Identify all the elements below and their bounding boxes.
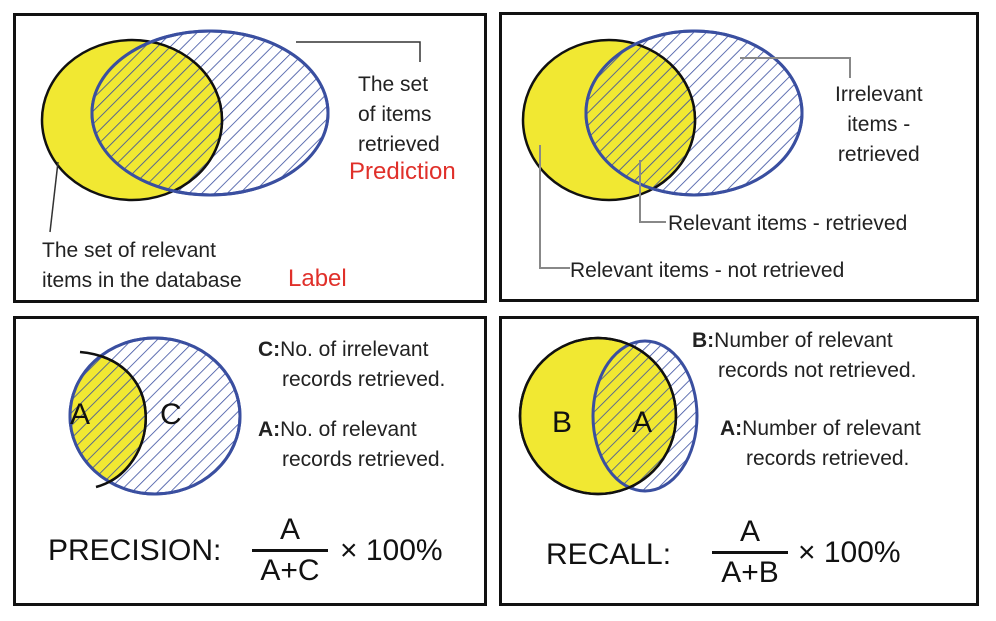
fraction-bar [712, 551, 788, 554]
label-tag: Label [288, 265, 347, 292]
recall-denominator: A+B [721, 556, 779, 589]
recall-multiplier: × 100% [798, 536, 901, 569]
precision-denominator: A+C [260, 554, 320, 587]
venn-precision [68, 336, 242, 496]
relevant-not-retrieved-label: Relevant items - not retrieved [570, 259, 845, 282]
a-definition: A:Number of relevant records retrieved. [720, 417, 921, 470]
retrieved-leader-line [296, 41, 421, 62]
venn-label-a: A [632, 406, 653, 439]
venn-label-b: B [552, 406, 573, 439]
b-definition: B:Number of relevant records not retriev… [692, 329, 917, 382]
c-definition: C:No. of irrelevant records retrieved. [258, 338, 446, 391]
irrelevant-leader-line [740, 57, 851, 78]
precision-numerator: A [279, 513, 300, 546]
relevant-leader-line [49, 161, 59, 233]
precision-multiplier: × 100% [340, 534, 443, 567]
relevant-retrieved-label: Relevant items - retrieved [668, 212, 908, 235]
irrelevant-retrieved-label: Irrelevant items - retrieved [835, 83, 923, 166]
venn-label-a: A [70, 398, 91, 431]
fraction-bar [252, 549, 328, 552]
relevant-set-label: The set of relevant items in the databas… [42, 239, 242, 292]
prediction-tag: Prediction [349, 158, 456, 185]
venn-label-c: C [160, 398, 182, 431]
recall-label: RECALL: [546, 538, 672, 571]
venn-top-right [521, 29, 851, 269]
precision-label: PRECISION: [48, 534, 222, 567]
venn-recall [518, 336, 699, 496]
precision-fraction: A A+C [252, 513, 328, 588]
relevant-not-retrieved-leader-line [539, 145, 570, 269]
recall-numerator: A [739, 515, 760, 548]
retrieved-set-label: The set of items retrieved [358, 73, 440, 156]
a-definition: A:No. of relevant records retrieved. [258, 418, 446, 471]
relevant-retrieved-leader-line [639, 160, 666, 223]
recall-fraction: A A+B [712, 515, 788, 590]
retrieved-set-ellipse [591, 339, 699, 493]
venn-top-left [40, 29, 421, 233]
